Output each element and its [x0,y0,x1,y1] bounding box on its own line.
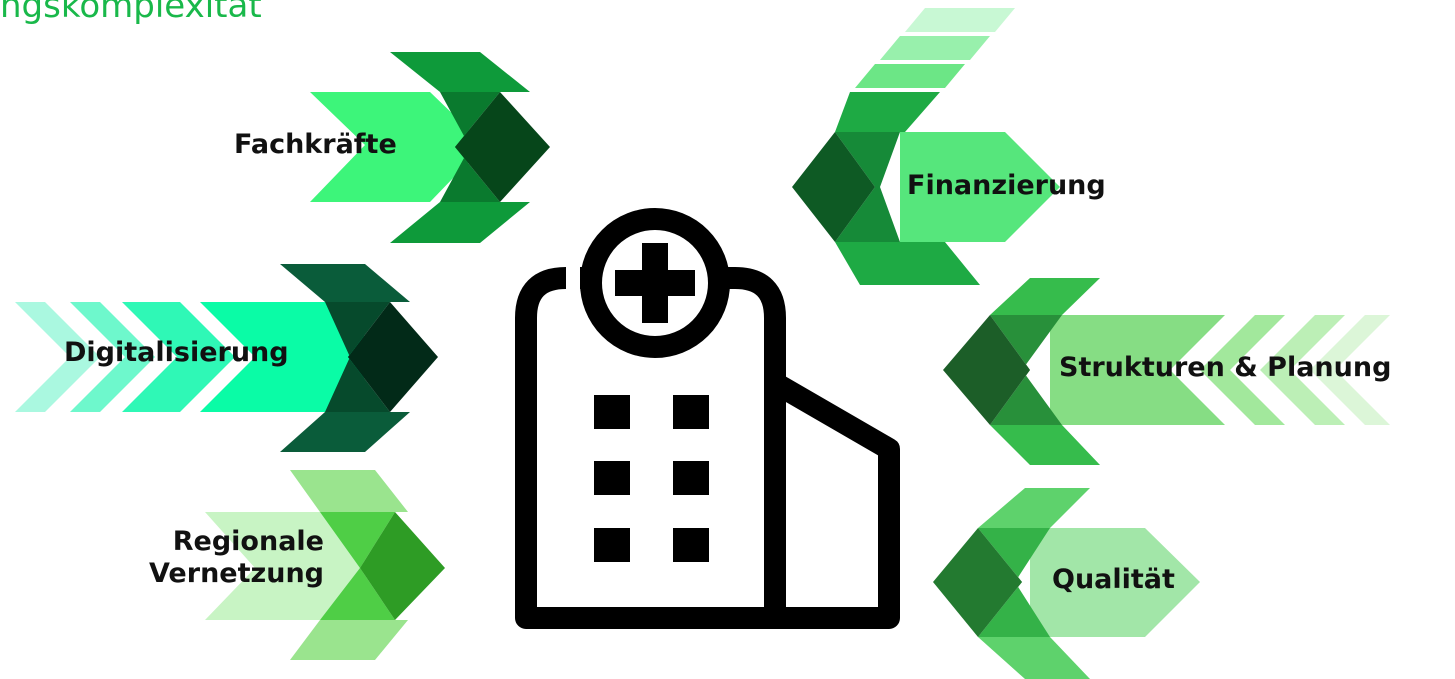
arrow-fachkraefte-wing-top [390,52,530,92]
arrow-finanzierung-fade-1 [905,8,1015,32]
arrow-qualitaet-wing-bottom [978,637,1090,679]
arrow-digitalisierung-mid [325,302,390,412]
arrow-digitalisierung-fade-2 [70,302,155,412]
arrow-qualitaet-wing-top [978,488,1090,528]
arrow-strukturen-fade-1 [1310,315,1390,425]
hospital-details [594,243,709,562]
arrow-fachkraefte-tail [310,92,485,202]
arrow-digitalisierung-wing-top [280,264,410,302]
label-qualitaet: Qualität [1052,564,1175,595]
window-5 [594,528,630,562]
label-regionale-vernetzung: Regionale Vernetzung [118,526,324,591]
arrow-digitalisierung-fade-1 [15,302,100,412]
window-6 [673,528,709,562]
label-digitalisierung: Digitalisierung [64,337,289,368]
arrow-strukturen [943,278,1390,465]
label-finanzierung: Finanzierung [907,170,1106,201]
arrow-finanzierung [792,8,1060,285]
arrow-finanzierung-tail [900,132,1060,242]
label-vernetzung-line-1: Regionale [172,526,324,557]
arrow-digitalisierung-wing-bottom [280,412,410,452]
arrow-strukturen-tail [1050,315,1225,425]
arrow-finanzierung-fade-2 [880,36,990,60]
arrow-strukturen-tip [943,315,1030,425]
arrow-vernetzung-wing-bottom [290,620,408,660]
arrow-digitalisierung [15,264,438,452]
label-strukturen-planung: Strukturen & Planung [1059,352,1392,383]
hospital-side-wing [764,372,900,629]
arrow-finanzierung-wing-top [835,92,940,132]
arrow-fachkraefte-tip [455,92,550,202]
arrow-strukturen-wing-bottom [990,425,1100,465]
arrow-fachkraefte-wing-bottom [390,202,530,243]
arrow-vernetzung-mid [320,512,395,620]
window-3 [594,461,630,495]
arrow-qualitaet-mid [978,528,1050,637]
arrow-finanzierung-tip [792,132,875,242]
arrow-fachkraefte [310,52,550,243]
arrow-strukturen-wing-top [990,278,1100,315]
arrow-strukturen-fade-2 [1260,315,1345,425]
label-fachkraefte: Fachkräfte [234,129,397,160]
arrow-vernetzung-wing-top [290,470,408,512]
arrow-digitalisierung-tip [348,302,438,412]
window-1 [594,395,630,429]
arrow-qualitaet [933,488,1200,679]
label-vernetzung-line-2: Vernetzung [149,558,324,590]
arrow-finanzierung-wing-bottom [835,242,980,285]
window-2 [673,395,709,429]
arrow-vernetzung-tip [360,512,445,620]
arrow-vernetzung [205,470,445,660]
window-4 [673,461,709,495]
medical-cross-icon [615,243,695,323]
diagram-title: ngskomplexität [0,0,262,26]
arrow-qualitaet-tail [1030,528,1200,637]
arrow-strukturen-fade-3 [1200,315,1285,425]
arrow-vernetzung-tail [205,512,368,620]
arrow-finanzierung-mid [835,132,900,242]
arrow-finanzierung-fade-3 [855,64,965,88]
arrow-digitalisierung-fade-3 [122,302,235,412]
arrow-qualitaet-tip [933,528,1022,637]
